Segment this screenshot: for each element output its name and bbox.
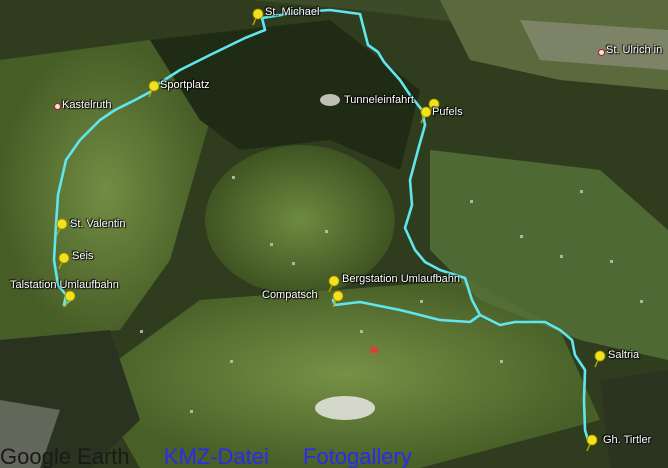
- town-dot-icon: [54, 103, 61, 110]
- pushpin-icon[interactable]: [418, 106, 432, 124]
- pushpin-icon[interactable]: [592, 350, 606, 368]
- pushpin-icon[interactable]: [54, 218, 68, 236]
- place-label-saltria[interactable]: Saltria: [608, 349, 640, 361]
- place-label-st-michael[interactable]: St. Michael: [265, 6, 320, 18]
- place-label-talstation[interactable]: Talstation Umlaufbahn: [10, 279, 119, 291]
- town-dot-icon: [598, 49, 605, 56]
- pushpin-icon[interactable]: [250, 8, 264, 26]
- kmz-file-link[interactable]: KMZ-Datei: [163, 444, 269, 468]
- pushpin-icon[interactable]: [62, 290, 76, 308]
- place-label-seis[interactable]: Seis: [72, 250, 94, 262]
- pushpin-icon[interactable]: [326, 275, 340, 293]
- pushpin-icon[interactable]: [330, 290, 344, 308]
- place-label-gh-tirtler[interactable]: Gh. Tirtler: [603, 434, 652, 446]
- place-label-tunneleinfahrt[interactable]: Tunneleinfahrt: [344, 94, 414, 106]
- place-label-sportplatz[interactable]: Sportplatz: [160, 79, 210, 91]
- place-label-compatsch[interactable]: Compatsch: [262, 289, 318, 301]
- pushpin-icon[interactable]: [146, 80, 160, 98]
- google-earth-label: Google Earth: [0, 444, 130, 468]
- pushpin-icon[interactable]: [584, 434, 598, 452]
- pushpin-icon[interactable]: [56, 252, 70, 270]
- fotogallery-link[interactable]: Fotogallery: [303, 444, 412, 468]
- place-label-st-valentin[interactable]: St. Valentin: [70, 218, 126, 230]
- place-label-st-ulrich[interactable]: St. Ulrich in: [606, 44, 663, 56]
- place-label-pufels[interactable]: Pufels: [432, 106, 463, 118]
- footer-links: Google Earth KMZ-Datei Fotogallery: [0, 446, 668, 468]
- place-label-bergstation[interactable]: Bergstation Umlaufbahn: [342, 273, 461, 285]
- place-label-kastelruth[interactable]: Kastelruth: [62, 99, 112, 111]
